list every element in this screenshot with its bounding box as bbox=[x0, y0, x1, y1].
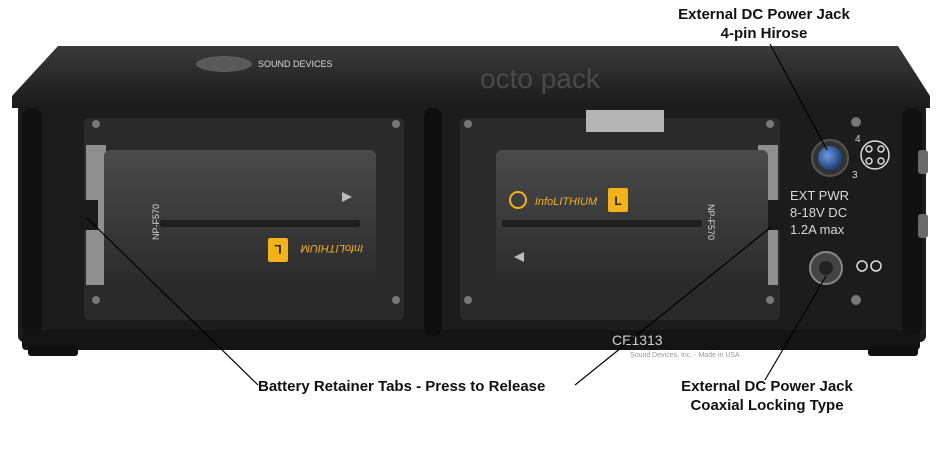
pillar-right bbox=[902, 108, 922, 334]
svg-text:NP-F570: NP-F570 bbox=[706, 204, 716, 240]
svg-text:L: L bbox=[274, 242, 281, 256]
ce-mark: CE1313 bbox=[612, 332, 663, 348]
callout-coax-line1: External DC Power Jack bbox=[681, 378, 853, 395]
brand-text: SOUND DEVICES bbox=[258, 59, 333, 69]
callout-battery-tabs: Battery Retainer Tabs - Press to Release bbox=[258, 378, 546, 395]
hirose-knob bbox=[818, 146, 842, 170]
screws bbox=[92, 117, 861, 305]
battery-right-groove bbox=[502, 220, 702, 227]
voltage-label: 8-18V DC bbox=[790, 205, 847, 220]
coaxial-jack-center bbox=[819, 261, 833, 275]
callout-hirose-line1: External DC Power Jack bbox=[678, 6, 850, 23]
made-in-text: Sound Devices, Inc. - Made in USA bbox=[630, 352, 740, 359]
pin-label-top: 4 bbox=[855, 134, 861, 145]
callout-coax-line2: Coaxial Locking Type bbox=[690, 397, 844, 414]
callout-hirose-jack: External DC Power Jack 4-pin Hirose bbox=[661, 5, 867, 43]
battery-left-groove bbox=[160, 220, 360, 227]
leader-lines bbox=[86, 43, 828, 386]
side-port-lower bbox=[918, 214, 928, 238]
battery-right-model: NP-F570 bbox=[706, 204, 716, 240]
foot-right bbox=[868, 346, 918, 356]
brand-logo bbox=[196, 56, 252, 72]
bottom-plate bbox=[22, 330, 920, 350]
battery-right-logo: InfoLITHIUM L bbox=[509, 188, 628, 212]
battery-retainer-tab-left[interactable] bbox=[80, 200, 98, 230]
svg-text:L: L bbox=[614, 194, 621, 208]
svg-text:InfoLITHIUM: InfoLITHIUM bbox=[300, 242, 363, 254]
pillar-center bbox=[424, 108, 442, 336]
callout-hirose-line2: 4-pin Hirose bbox=[720, 25, 808, 42]
lid-logotype: octo pack bbox=[480, 63, 601, 94]
battery-right-arrow bbox=[514, 252, 524, 262]
side-port-upper bbox=[918, 150, 928, 174]
callout-coaxial-jack: External DC Power Jack Coaxial Locking T… bbox=[662, 377, 872, 415]
ext-pwr-label: EXT PWR bbox=[790, 188, 849, 203]
svg-text:InfoLITHIUM: InfoLITHIUM bbox=[535, 196, 598, 208]
current-label: 1.2A max bbox=[790, 222, 845, 237]
bracket-top-right bbox=[586, 110, 664, 132]
pin-label-bottom: 3 bbox=[852, 170, 858, 181]
pillar-left bbox=[22, 108, 42, 334]
battery-left-model: NP-F570 bbox=[151, 204, 161, 240]
svg-text:NP-F570: NP-F570 bbox=[151, 204, 161, 240]
battery-left-logo: L InfoLITHIUM bbox=[268, 238, 363, 262]
chassis-top bbox=[12, 46, 930, 108]
battery-retainer-tab-right[interactable] bbox=[766, 200, 784, 230]
polarity-symbol bbox=[856, 260, 882, 272]
hirose-pin-diagram bbox=[860, 140, 890, 170]
battery-left-arrow bbox=[342, 192, 352, 202]
foot-left bbox=[28, 346, 78, 356]
